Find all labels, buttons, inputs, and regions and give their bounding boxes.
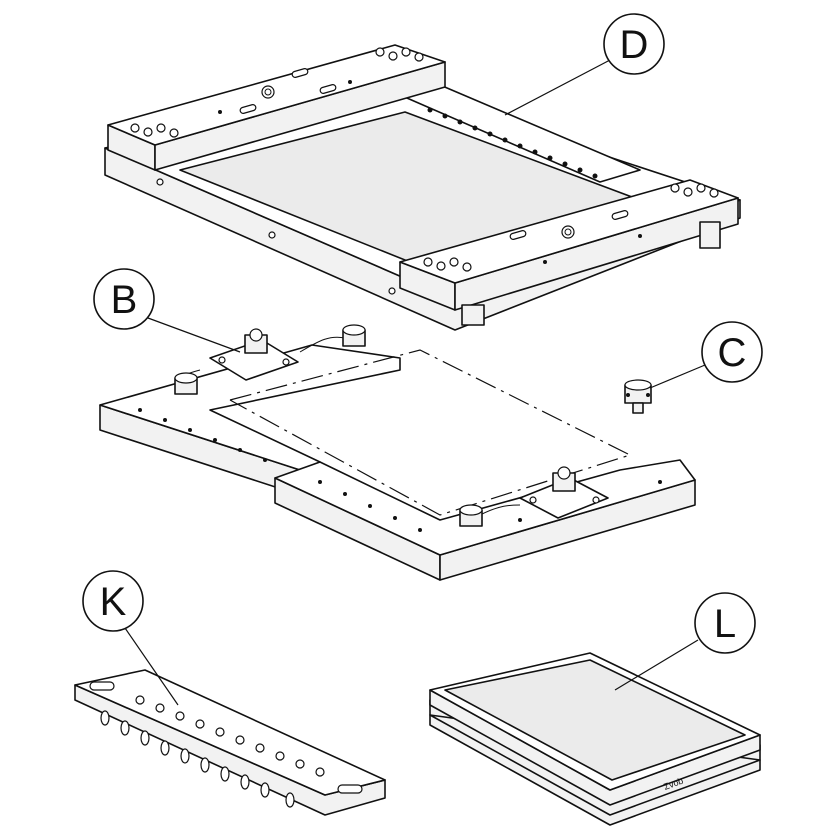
clamp-module-b-front: [479, 466, 609, 519]
callout-c: C: [701, 321, 763, 383]
frame-d-side-hole: [156, 178, 164, 186]
plate-b-dashed-outline: [229, 349, 632, 516]
plate-b-holes: [138, 408, 662, 532]
callout-k-label: K: [100, 580, 127, 624]
frame-d-foot-front: [461, 304, 485, 326]
callout-b: B: [93, 268, 155, 330]
frame-d-foot-right: [699, 221, 721, 249]
callout-l-label: L: [714, 602, 736, 646]
clamp-pin-b-right: [342, 324, 366, 347]
frame-d-rail-holes: [427, 107, 598, 179]
tray-l-top-surface: [444, 659, 746, 781]
frame-d-left-plate-holes: [130, 47, 424, 138]
callout-d: D: [603, 13, 665, 75]
block-k-holes: [100, 695, 325, 808]
clamp-pin-b-left: [174, 372, 198, 395]
callout-c-label: C: [718, 331, 747, 375]
clamp-module-b-rear: [176, 328, 346, 391]
leader-c: [649, 364, 706, 389]
block-k-slot-right: [337, 784, 363, 794]
block-k-slot-left: [89, 681, 115, 691]
frame-d-right-plate-holes: [423, 183, 719, 272]
leader-k: [124, 627, 179, 706]
plate-b-right-top: [274, 459, 696, 556]
clamp-pin-b-front: [459, 504, 483, 527]
part-l-tray-stack: Σvob: [429, 652, 761, 826]
callout-l: L: [694, 592, 756, 654]
leader-d: [504, 59, 611, 116]
leader-l: [614, 639, 699, 691]
callout-b-label: B: [111, 278, 138, 322]
callout-k: K: [82, 570, 144, 632]
part-b-base-plate: [99, 324, 696, 581]
part-d-frame: [104, 44, 741, 331]
block-k-top: [74, 669, 386, 796]
part-k-bar-block: [74, 669, 386, 816]
leader-b: [147, 317, 241, 353]
callout-d-label: D: [620, 23, 649, 67]
part-c-clamp-pin: [624, 379, 652, 414]
